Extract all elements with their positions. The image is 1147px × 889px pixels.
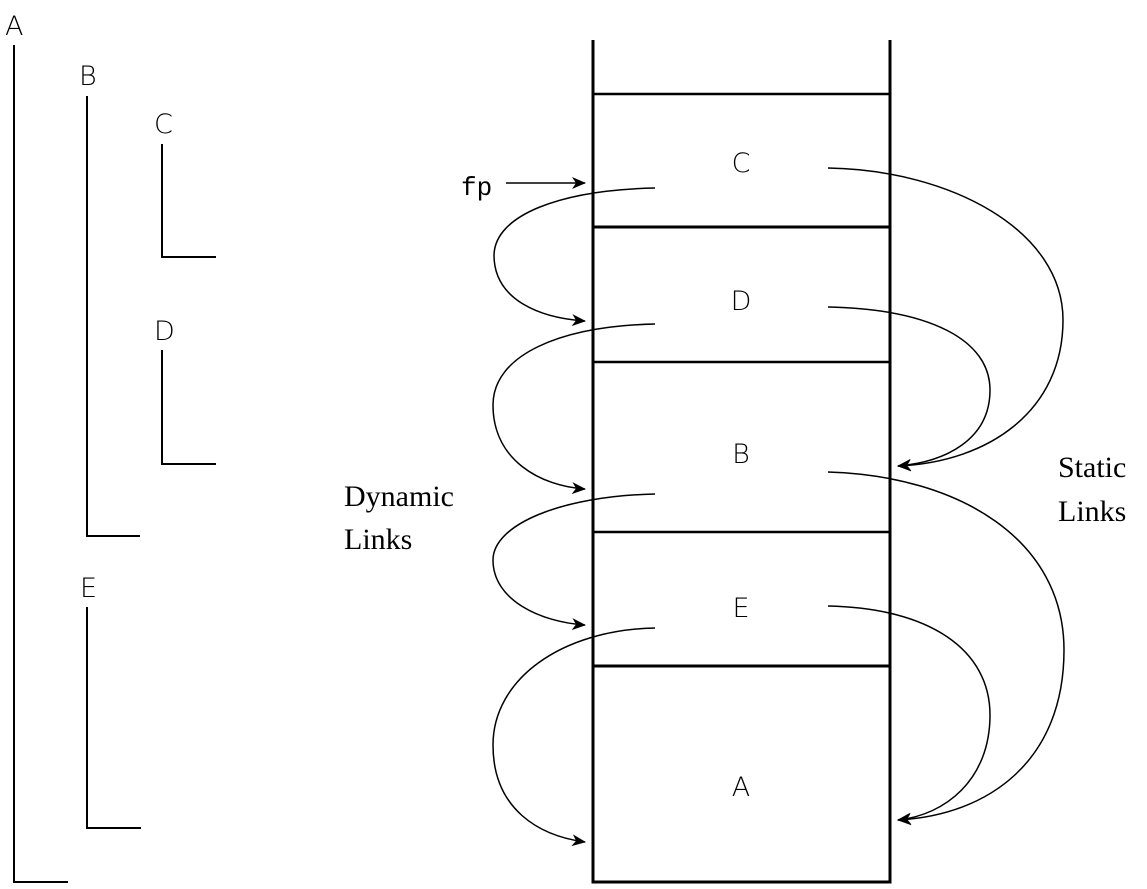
runtime-stack: C D B E A (591, 40, 892, 884)
static-link-d-to-b (827, 306, 991, 471)
scope-label-b: B (79, 61, 97, 92)
frame-pointer: fp (461, 173, 586, 203)
dynamic-link-c-to-d (493, 187, 656, 327)
static-links-label-line2: Links (1058, 495, 1126, 528)
dynamic-links-label-line1: Dynamic (344, 480, 454, 513)
scope-label-e: E (80, 573, 97, 604)
static-links-label-line1: Static (1058, 451, 1126, 484)
scope-tree: A B C D E (5, 11, 216, 883)
scope-label-a: A (5, 11, 23, 42)
static-links: Static Links (827, 167, 1126, 826)
dynamic-links: Dynamic Links (344, 187, 656, 847)
static-link-b-to-a (827, 471, 1065, 826)
frame-label-e: E (732, 593, 749, 624)
fp-label: fp (461, 173, 492, 203)
static-link-c-to-b (827, 167, 1064, 472)
dynamic-links-label-line2: Links (344, 523, 412, 556)
frame-label-b: B (732, 439, 750, 470)
scope-bracket-d (161, 350, 216, 465)
stack-outline (591, 40, 892, 884)
dynamic-link-b-to-e (492, 493, 656, 631)
scope-bracket-b (86, 96, 140, 537)
frame-label-d: D (731, 286, 752, 317)
dynamic-link-d-to-b (492, 323, 656, 495)
scope-bracket-a (13, 45, 68, 883)
frame-label-c: C (732, 148, 751, 179)
scope-label-d: D (154, 316, 175, 347)
frame-label-a: A (732, 772, 750, 803)
scope-bracket-e (86, 607, 141, 829)
scope-bracket-c (161, 144, 216, 258)
static-link-e-to-a (827, 605, 991, 825)
dynamic-link-e-to-a (492, 627, 656, 847)
scope-label-c: C (154, 109, 173, 140)
